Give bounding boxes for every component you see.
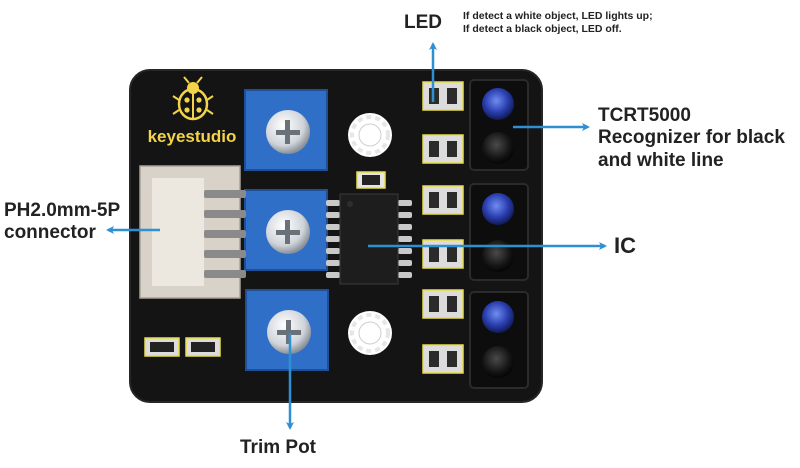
tcrt5000-label-line-1: TCRT5000: [598, 105, 691, 126]
mounting-hole-top: [348, 113, 392, 157]
led-description-line-1: If detect a white object, LED lights up;: [463, 10, 653, 22]
logo-text: keyestudio: [148, 127, 237, 146]
keyestudio-logo: keyestudio: [148, 76, 237, 146]
tcrt5000-label-line-2: Recognizer for black: [598, 127, 785, 149]
led-description-line-2: If detect a black object, LED off.: [463, 23, 622, 36]
connector-label-line-1: PH2.0mm-5P: [4, 200, 121, 221]
trimpot-middle: [244, 189, 328, 271]
connector-label-line-2: connector: [4, 222, 96, 244]
ic-chip: [326, 193, 412, 285]
ladybug-icon: [172, 76, 214, 121]
trimpot-top: [244, 89, 328, 171]
tcrt5000-sensors: [469, 79, 529, 389]
connector-label: PH2.0mm-5P connector: [4, 200, 120, 245]
led-indicators: [422, 81, 464, 374]
ph2-connector: [139, 165, 246, 299]
trimpot-label: Trim Pot: [240, 437, 317, 458]
led-description: If detect a white object, LED lights up;…: [463, 10, 653, 36]
tcrt5000-label-line-3: and white line: [598, 149, 724, 171]
trimpot-bottom: [245, 289, 329, 371]
tcrt5000-label: TCRT5000 Recognizer for black and white …: [598, 105, 785, 172]
ic-label: IC: [614, 233, 636, 258]
mounting-hole-bottom: [348, 311, 392, 355]
led-label: LED: [404, 12, 442, 33]
